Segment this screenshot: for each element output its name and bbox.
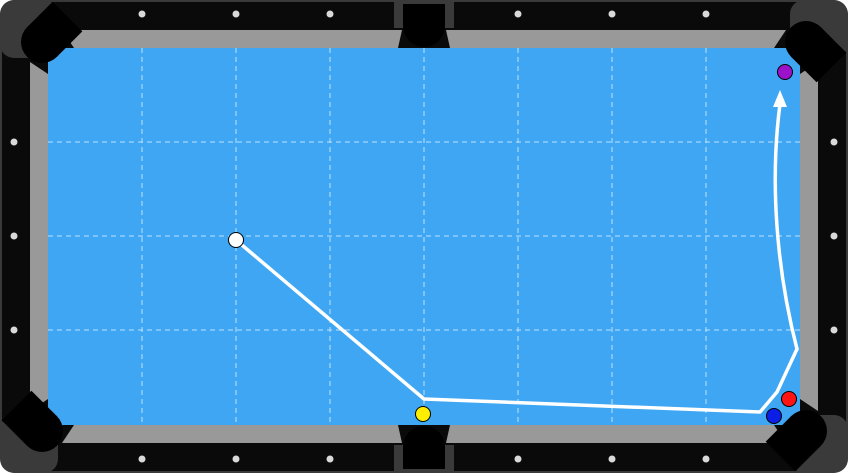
- top-middle-pocket: [403, 4, 445, 47]
- blue-ball[interactable]: [766, 408, 782, 424]
- path-segment: [234, 238, 799, 414]
- yellow-ball[interactable]: [415, 406, 431, 422]
- diamond: [232, 10, 240, 18]
- diamond: [830, 232, 838, 240]
- top-left-pocket: [20, 1, 83, 63]
- diamond: [830, 326, 838, 334]
- bottom-left-pocket: [1, 390, 63, 452]
- rail-diamonds: [10, 10, 838, 463]
- purple-ball[interactable]: [777, 64, 793, 80]
- table-felt: [48, 48, 800, 425]
- diamond: [608, 10, 616, 18]
- cushion-right: [800, 62, 818, 411]
- bottom-right-pocket: [765, 410, 827, 472]
- diamond: [326, 10, 334, 18]
- balls: [228, 64, 797, 424]
- diamond: [514, 10, 522, 18]
- cushion-top-right: [446, 30, 786, 48]
- diamond: [514, 455, 522, 463]
- diamond: [10, 138, 18, 146]
- diamond: [326, 455, 334, 463]
- diamond: [702, 455, 710, 463]
- path-arrowhead-icon: [773, 90, 787, 107]
- diamond: [10, 232, 18, 240]
- top-right-pocket: [785, 20, 847, 83]
- bottom-middle-pocket: [403, 426, 445, 469]
- diamond: [608, 455, 616, 463]
- cushion-top-left: [62, 30, 402, 48]
- diamond: [10, 326, 18, 334]
- cushion-bottom-right: [446, 425, 786, 443]
- path-segment-curve: [773, 102, 799, 351]
- diamond: [138, 455, 146, 463]
- red-ball[interactable]: [781, 391, 797, 407]
- cushion-left: [30, 62, 48, 411]
- diamond: [138, 10, 146, 18]
- cue-ball-path: [234, 102, 799, 414]
- cushion-bottom-left: [62, 425, 402, 443]
- diamond: [232, 455, 240, 463]
- diamond: [830, 138, 838, 146]
- cue-ball[interactable]: [228, 232, 244, 248]
- diamond: [702, 10, 710, 18]
